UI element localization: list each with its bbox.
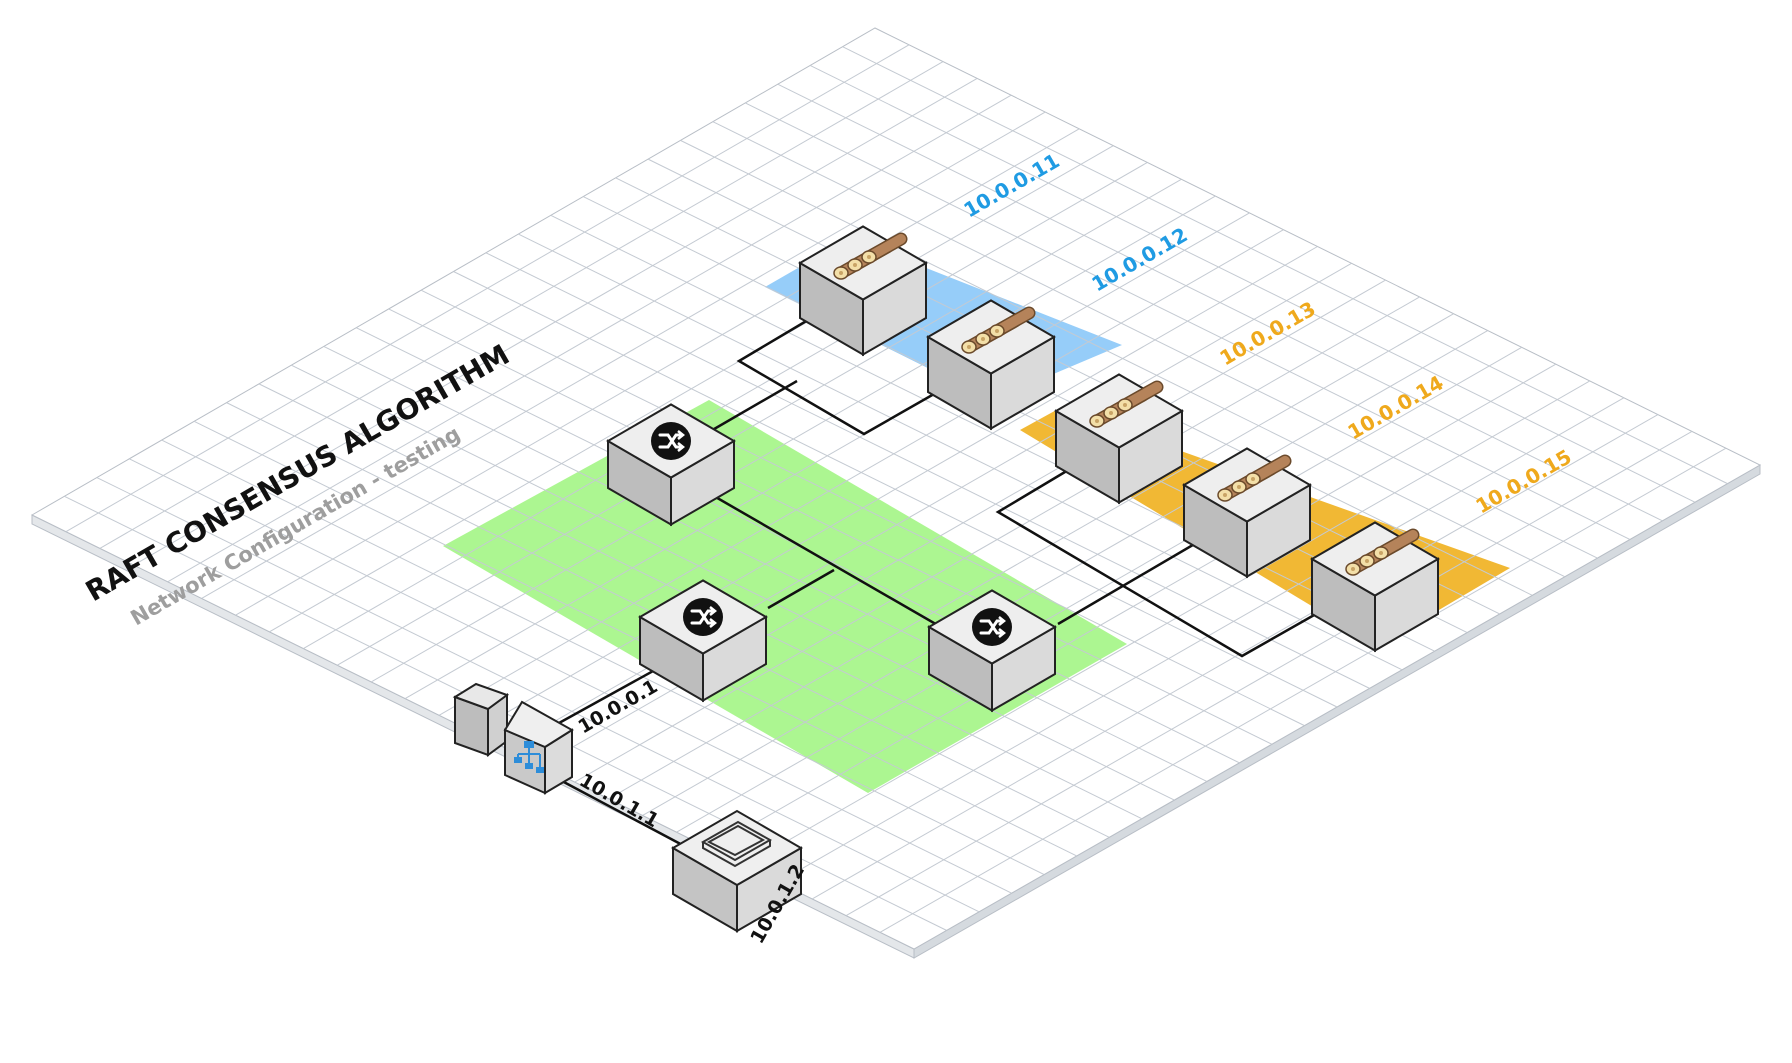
link-server1-server2 [736,318,935,436]
router-mid-box[interactable] [638,579,768,703]
server5-box[interactable] [1310,521,1440,653]
link-gateway-client [559,778,689,850]
logs-icon [961,306,1036,354]
link-servers-3-4-5 [995,467,1331,658]
grid-line [676,346,1522,833]
router-icon [683,598,723,636]
grid-line [99,61,944,549]
server3-box[interactable] [1054,373,1184,505]
grid-line [811,414,1659,900]
logs-icon [1345,528,1420,576]
logs-icon [833,232,908,280]
client-device[interactable] [671,809,803,933]
devices [606,225,1440,713]
grid-line [574,296,1420,783]
grid-line [167,94,1012,583]
router-top-box[interactable] [606,403,736,527]
router-icon [651,422,691,460]
terminal-icon [700,820,773,868]
grid-line [303,162,1148,649]
grid-line [337,178,1182,666]
grid-line [608,313,1454,800]
network-hierarchy-icon [514,741,544,773]
grid-line [845,430,1693,917]
logs-icon [1089,380,1164,428]
grid-line [235,128,1080,616]
link-router-top-router-right [699,486,954,636]
grid-line [269,145,1114,633]
grid-line [879,447,1727,933]
grid-line [201,111,1046,599]
server1-box[interactable] [798,225,928,357]
link-router-right-server4 [1057,530,1216,626]
green-zone [443,400,1127,793]
server2-box[interactable] [926,299,1056,431]
router-right-box[interactable] [927,589,1057,713]
grid-line [65,44,910,533]
grid-line [404,212,1250,700]
link-router-mid-trunk [767,568,835,610]
grid-line [642,330,1488,816]
grid-line [133,77,978,566]
grid-line [472,246,1318,733]
grid-line [438,229,1284,716]
logs-icon [1217,454,1292,502]
grid-line [370,195,1216,683]
grid-line [744,380,1591,866]
grid-line [710,363,1557,850]
router-icon [972,608,1012,646]
grid-line [778,397,1625,883]
gateway-device[interactable] [452,682,574,795]
floor-grid [64,44,1728,933]
server4-box[interactable] [1182,447,1312,579]
